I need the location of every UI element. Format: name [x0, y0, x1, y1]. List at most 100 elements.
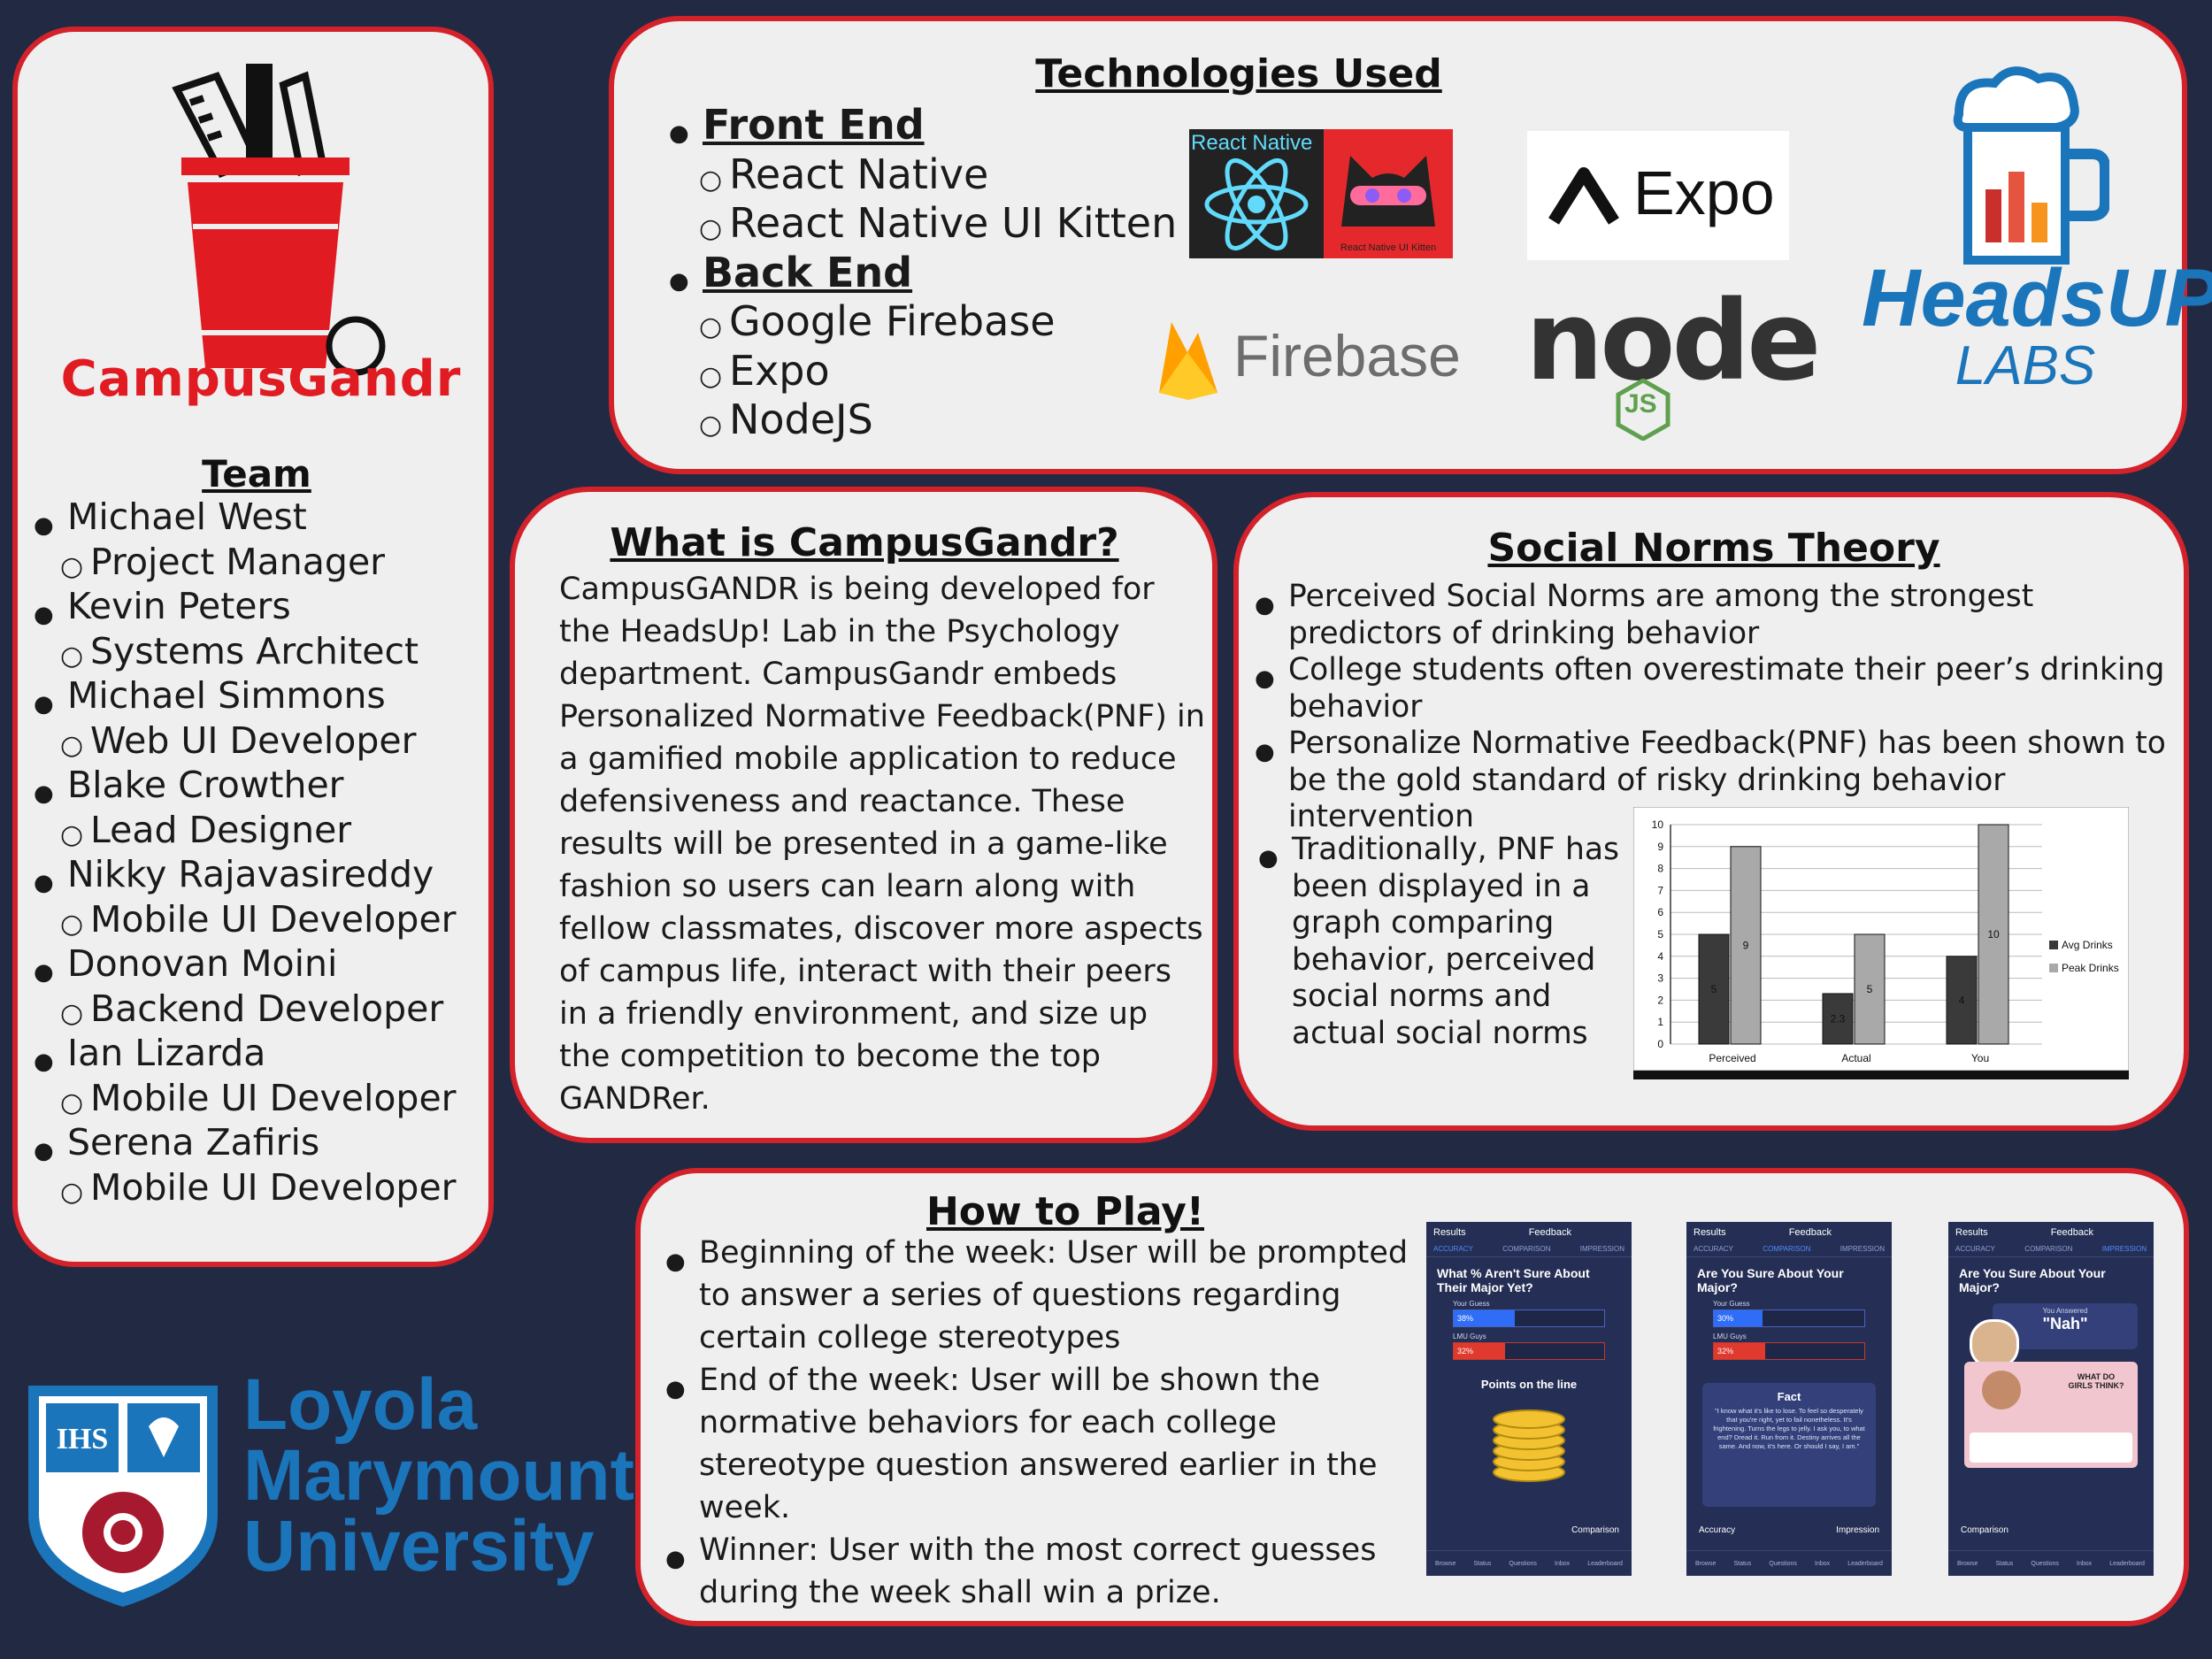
- team-member-role: Mobile UI Developer: [60, 1165, 492, 1215]
- tech-item: React Native: [699, 150, 1322, 204]
- x-tick-label: Perceived: [1709, 1052, 1755, 1064]
- y-tick-label: 5: [1657, 928, 1663, 941]
- y-tick-label: 6: [1657, 906, 1663, 918]
- tech-item: Google Firebase: [699, 297, 1322, 351]
- firebase-flame-icon: [1159, 322, 1217, 400]
- firebase-wordmark: Firebase: [1233, 323, 1461, 388]
- team-list: Michael West Project Manager Kevin Peter…: [34, 495, 492, 1215]
- y-tick-label: 8: [1657, 863, 1663, 875]
- y-tick-label: 9: [1657, 841, 1663, 853]
- team-member-role: Systems Architect: [60, 629, 492, 679]
- play-bullet: Winner: User with the most correct guess…: [665, 1529, 1425, 1614]
- back-link[interactable]: Results: [1433, 1227, 1466, 1238]
- tab-accuracy[interactable]: ACCURACY: [1694, 1245, 1733, 1253]
- what-is-panel: What is CampusGandr? CampusGANDR is bein…: [510, 487, 1217, 1143]
- social-norms-panel: Social Norms Theory Perceived Social Nor…: [1233, 492, 2189, 1131]
- y-tick-label: 1: [1657, 1016, 1663, 1028]
- comparison-link[interactable]: Comparison: [1961, 1525, 2008, 1535]
- tab-accuracy[interactable]: ACCURACY: [1433, 1245, 1473, 1253]
- react-native-logo: React Native: [1189, 129, 1324, 258]
- campusgandr-wordmark: CampusGandr: [60, 350, 462, 408]
- tech-item: React Native UI Kitten: [699, 199, 1322, 253]
- bar-avg-drinks: [1698, 933, 1730, 1045]
- tab-comparison[interactable]: COMPARISON: [1502, 1245, 1551, 1253]
- bar-value-label: 5: [1867, 983, 1873, 995]
- team-member-role: Backend Developer: [60, 987, 492, 1036]
- tab-comparison[interactable]: COMPARISON: [2024, 1245, 2073, 1253]
- play-bullet: Beginning of the week: User will be prom…: [665, 1232, 1425, 1359]
- answer-card: You Answered "Nah": [1993, 1303, 2138, 1349]
- ping-pong-ball-icon: [326, 316, 386, 376]
- technologies-list: Front End React Native React Native UI K…: [669, 101, 1322, 449]
- drinks-bar-chart: 01234567891059Perceived2.35Actual410YouA…: [1633, 807, 2129, 1079]
- tab-impression[interactable]: IMPRESSION: [2101, 1245, 2147, 1253]
- legend-swatch: [2049, 964, 2058, 972]
- legend-label: Avg Drinks: [2062, 939, 2113, 951]
- technologies-panel: Technologies Used Front End React Native…: [609, 16, 2212, 474]
- lmu-line: Marymount: [243, 1435, 634, 1516]
- your-guess-bar: 30%: [1713, 1310, 1865, 1327]
- social-norms-title: Social Norms Theory: [1487, 526, 1940, 571]
- tab-impression[interactable]: IMPRESSION: [1839, 1245, 1885, 1253]
- y-tick-label: 7: [1657, 884, 1663, 896]
- headsup-wordmark: HeadsUP LABS: [1862, 253, 2212, 396]
- how-to-play-panel: How to Play! Beginning of the week: User…: [635, 1168, 2189, 1626]
- lmu-guys-bar: 32%: [1453, 1342, 1605, 1360]
- norms-bullet: College students often overestimate thei…: [1255, 652, 2173, 726]
- tech-item: NodeJS: [699, 396, 1322, 449]
- technologies-title: Technologies Used: [1035, 51, 1442, 96]
- bar-peak-drinks: [1978, 824, 2009, 1045]
- svg-text:IHS: IHS: [57, 1423, 109, 1455]
- question-text: Are You Sure About Your Major?: [1959, 1266, 2106, 1294]
- tab-impression[interactable]: IMPRESSION: [1579, 1245, 1624, 1253]
- back-link[interactable]: Results: [1694, 1227, 1726, 1238]
- team-member-name: Ian Lizarda: [34, 1031, 492, 1084]
- headsup-mug-icon: [1953, 66, 2109, 265]
- bar-value-label: 10: [1987, 928, 2000, 941]
- back-end-heading: Back End: [669, 249, 1322, 306]
- avatar: [1982, 1371, 2021, 1409]
- social-norms-list: Perceived Social Norms are among the str…: [1255, 579, 2173, 836]
- bar-avg-drinks: [1946, 956, 1978, 1045]
- tab-comparison[interactable]: COMPARISON: [1763, 1245, 1811, 1253]
- team-member-name: Blake Crowther: [34, 763, 492, 816]
- team-member-name: Nikky Rajavasireddy: [34, 852, 492, 905]
- lmu-line: University: [243, 1506, 595, 1586]
- norms-bullet: Perceived Social Norms are among the str…: [1255, 579, 2173, 652]
- x-tick-label: Actual: [1841, 1052, 1870, 1064]
- how-to-play-list: Beginning of the week: User will be prom…: [665, 1232, 1425, 1614]
- what-is-title: What is CampusGandr?: [610, 520, 1119, 565]
- team-member-role: Mobile UI Developer: [60, 897, 492, 947]
- tech-item: Expo: [699, 347, 1322, 401]
- accuracy-link[interactable]: Accuracy: [1699, 1525, 1736, 1535]
- bar-value-label: 2.3: [1831, 1012, 1846, 1025]
- impression-link[interactable]: Impression: [1836, 1525, 1879, 1535]
- expo-logo: Expo: [1527, 131, 1789, 260]
- question-text: What % Aren't Sure About Their Major Yet…: [1437, 1266, 1590, 1294]
- norms-bullet: Traditionally, PNF has been displayed in…: [1258, 832, 1637, 1052]
- nodejs-hexagon-icon: [1616, 379, 1671, 441]
- tab-accuracy[interactable]: ACCURACY: [1955, 1245, 1995, 1253]
- team-panel: CampusGandr Team Michael West Project Ma…: [12, 27, 494, 1267]
- girls-think-card: WHAT DO GIRLS THINK?: [1964, 1362, 2138, 1468]
- team-member-name: Kevin Peters: [34, 584, 492, 637]
- bar-peak-drinks: [1730, 846, 1762, 1045]
- back-link[interactable]: Results: [1955, 1227, 1988, 1238]
- team-member-name: Michael West: [34, 495, 492, 548]
- nodejs-wordmark: node: [1525, 278, 1821, 405]
- how-to-play-title: How to Play!: [926, 1189, 1204, 1234]
- bar-peak-drinks: [1854, 933, 1886, 1045]
- comparison-link[interactable]: Comparison: [1571, 1525, 1619, 1535]
- coins-icon: [1493, 1409, 1565, 1482]
- what-is-body: CampusGANDR is being developed for the H…: [559, 572, 1205, 1117]
- chart-footer: [1633, 1071, 2129, 1079]
- y-tick-label: 0: [1657, 1038, 1663, 1050]
- your-guess-bar: 38%: [1453, 1310, 1605, 1327]
- front-end-heading: Front End: [669, 101, 1322, 158]
- bar-avg-drinks: [1822, 993, 1854, 1045]
- kitten-icon: [1341, 156, 1435, 227]
- bar-value-label: 5: [1711, 983, 1717, 995]
